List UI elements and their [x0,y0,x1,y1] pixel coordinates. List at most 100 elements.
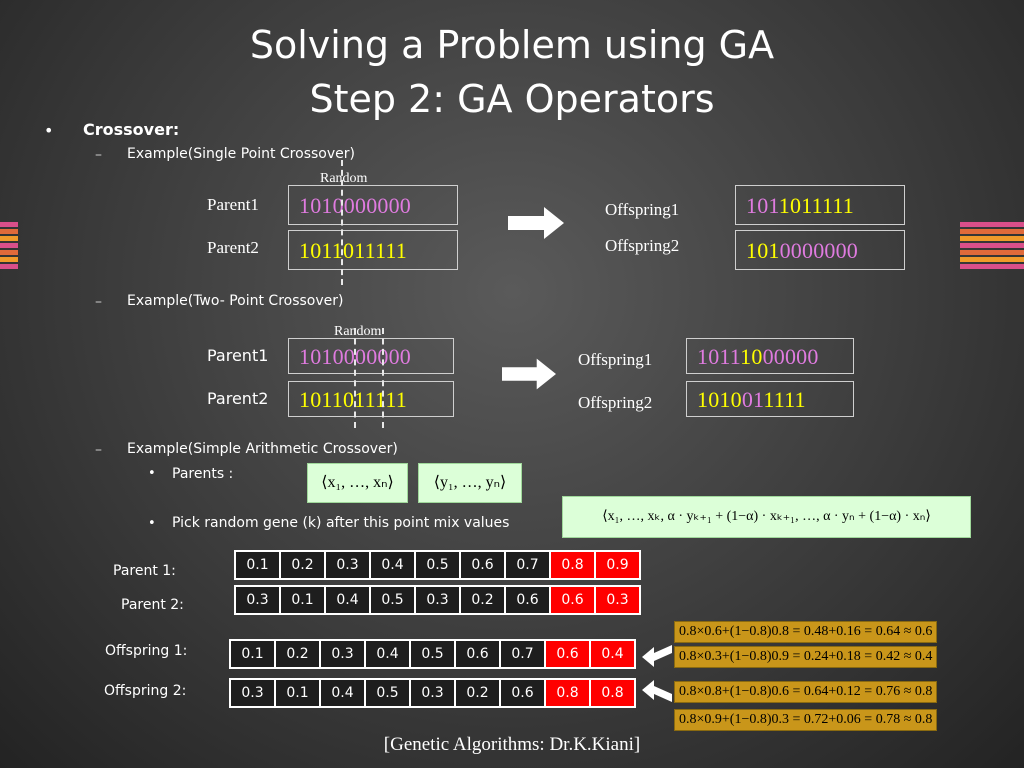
single-o2-tail: 0000000 [779,238,859,263]
two-p2-value: 1011011111 [299,387,407,412]
gene-cell: 0.3 [236,587,279,613]
single-p1-head: 101 [299,193,333,218]
stripe [0,229,18,234]
calc-4: 0.8×0.9+(1−0.8)0.3 = 0.72+0.06 = 0.78 ≈ … [674,709,938,731]
stripe [960,264,1024,269]
footer-citation: [Genetic Algorithms: Dr.K.Kiani] [383,734,641,755]
two-offspring1-genes: 10111000000 [686,338,854,374]
gene-cell: 0.2 [456,680,499,706]
two-cut-line-1 [354,328,356,428]
two-parent1-label: Parent1 [207,346,269,365]
single-o2-head: 101 [746,238,780,263]
two-offspring2-label: Offspring2 [578,393,653,412]
stripe [960,257,1024,262]
gene-cell: 0.6 [456,641,499,667]
title-line-2: Step 2: GA Operators [309,77,715,121]
gene-cell: 0.2 [281,552,324,578]
stripe [960,236,1024,241]
gene-cell: 0.4 [326,587,369,613]
gene-cell: 0.4 [366,641,409,667]
two-arrow-icon [502,358,556,390]
single-arrow-icon [508,207,564,239]
gene-cell: 0.5 [371,587,414,613]
single-offspring1-label: Offspring1 [605,200,680,219]
single-o1-tail: 1011111 [778,193,854,218]
single-offspring2-genes: 1010000000 [735,230,905,270]
gene-cell: 0.2 [461,587,504,613]
two-parent2-genes: 1011011111 [288,381,454,417]
gene-cell: 0.5 [416,552,459,578]
calc-1: 0.8×0.6+(1−0.8)0.8 = 0.48+0.16 = 0.64 ≈ … [674,621,938,643]
gene-cell: 0.3 [326,552,369,578]
pick-bullet: • [148,516,156,531]
single-parent1-label: Parent1 [207,195,259,214]
two-o2-c: 1111 [763,387,806,412]
stripe [960,222,1024,227]
crossover-bullet: • [44,121,54,140]
single-o1-head: 101 [746,193,779,218]
row-offspring2-label: Offspring 2: [104,683,187,699]
gene-cell: 0.7 [501,641,544,667]
single-offspring1-genes: 1011011111 [735,185,905,225]
arith-dash: – [95,442,102,458]
gene-cell: 0.3 [321,641,364,667]
gene-cell: 0.3 [416,587,459,613]
single-p2-tail: 1011111 [331,238,407,263]
gene-cell: 0.6 [551,587,594,613]
two-cut-line-2 [382,328,384,428]
stripe [960,243,1024,248]
single-parent2-label: Parent2 [207,238,259,257]
calc-3: 0.8×0.8+(1−0.8)0.6 = 0.64+0.12 = 0.76 ≈ … [674,681,938,703]
gene-cell: 0.5 [366,680,409,706]
gene-cell: 0.8 [591,680,634,706]
gene-cell: 0.8 [551,552,594,578]
gene-cell: 0.6 [546,641,589,667]
arith-pick-label: Pick random gene (k) after this point mi… [172,515,510,531]
formula-x: ⟨x₁, …, xₙ⟩ [321,474,394,491]
gene-cell: 0.6 [461,552,504,578]
offspring1-calc-arrow-icon [640,641,674,667]
two-offspring1-label: Offspring1 [578,350,653,369]
two-point-heading: Example(Two- Point Crossover) [127,293,344,309]
stripe [0,236,18,241]
single-dash: – [95,147,102,163]
row-parent2-label: Parent 2: [121,597,184,613]
gene-cell: 0.4 [591,641,634,667]
stripe [0,250,18,255]
two-o2-b: 01 [741,387,764,412]
single-random-label: Random [320,171,368,186]
gene-cell: 0.7 [506,552,549,578]
formula-mix-box: ⟨x₁, …, xₖ, α · yₖ₊₁ + (1−α) · xₖ₊₁, …, … [562,496,971,538]
single-parent2-genes: 1011011111 [288,230,458,270]
formula-x-box: ⟨x₁, …, xₙ⟩ [307,463,408,503]
left-stripe-decoration [0,222,18,271]
single-offspring2-label: Offspring2 [605,236,680,255]
two-o2-a: 1010 [697,387,742,412]
crossover-heading: Crossover: [83,120,180,139]
two-random-label: Random [334,324,382,339]
gene-cell: 0.3 [596,587,639,613]
arith-heading: Example(Simple Arithmetic Crossover) [127,441,398,457]
formula-mix: ⟨x₁, …, xₖ, α · yₖ₊₁ + (1−α) · xₖ₊₁, …, … [602,509,931,524]
two-o1-a: 1011 [697,344,741,369]
row-parent1-label: Parent 1: [113,563,176,579]
two-parent1-genes: 1010000000 [288,338,454,374]
title-line-1: Solving a Problem using GA [249,23,775,67]
calc-2: 0.8×0.3+(1−0.8)0.9 = 0.24+0.18 = 0.42 ≈ … [674,646,938,668]
gene-cell: 0.5 [411,641,454,667]
gene-cell: 0.1 [276,680,319,706]
parents-bullet: • [148,466,156,481]
formula-y: ⟨y₁, …, yₙ⟩ [433,474,507,491]
two-offspring2-genes: 1010011111 [686,381,854,417]
stripe [960,250,1024,255]
two-o1-c: 00000 [762,344,819,369]
gene-cell: 0.3 [231,680,274,706]
two-dash: – [95,294,102,310]
gene-cell: 0.4 [371,552,414,578]
gene-cell: 0.6 [506,587,549,613]
stripe [0,243,18,248]
gene-cell: 0.8 [546,680,589,706]
